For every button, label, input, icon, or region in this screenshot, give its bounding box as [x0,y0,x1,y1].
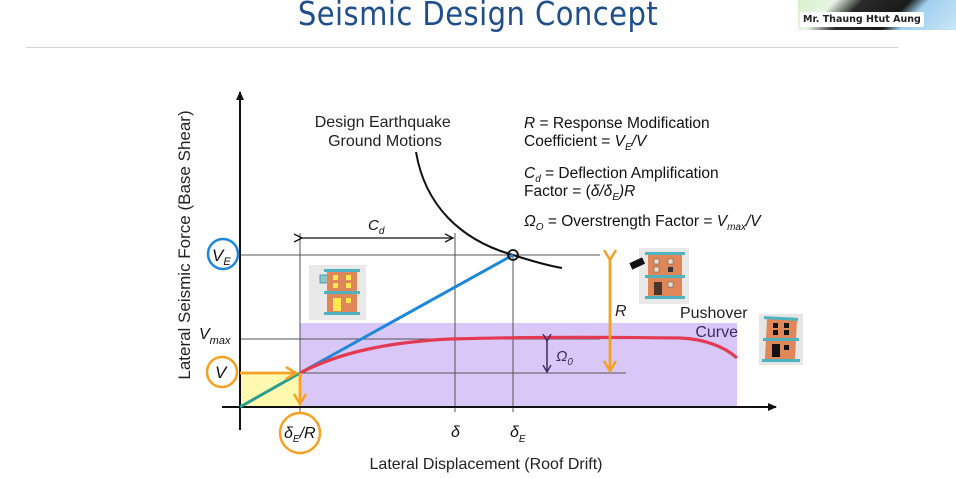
delta-label: δ [451,424,461,441]
def-omega: ΩO = Overstrength Factor = Vmax/V [524,213,762,233]
pushover-curve [299,335,739,375]
intact-building-icon [309,265,366,320]
de-r-circle [278,411,322,455]
v-circle [205,355,239,389]
presenter-badge: Mr. Thaung Htut Aung [798,0,956,30]
x-axis-label: Lateral Displacement (Roof Drift) [370,456,603,473]
cd-label: Cd [368,217,385,237]
r-arrow-label: R [615,303,627,320]
slide-title: Seismic Design Concept [297,0,659,33]
elastic-response-line [299,253,514,375]
collapsed-building-icon [759,314,803,365]
ve-circle [206,237,240,271]
design-eq-label: Design Earthquake Ground Motions [315,114,456,150]
v-label: V [215,363,228,382]
omega-label: Ω0 [556,348,573,368]
ve-intersection-marker [507,249,519,261]
damaged-building-icon [629,248,689,304]
design-earthquake-curve [415,151,563,269]
def-r-line1: R = Response Modification [524,115,710,132]
de-label: δE [510,424,526,445]
def-cd-line1: Cd = Deflection Amplification [524,165,719,185]
definitions-block: R = Response Modification Coefficient = … [524,115,762,233]
ve-label: VE [212,246,231,268]
pushover-label: Pushover Curve [680,305,752,341]
title-divider [26,47,898,48]
vmax-label: Vmax [199,326,231,347]
de-r-label: δE/R [284,425,316,445]
def-r-line2: Coefficient = VE/V [524,133,648,153]
presenter-name: Mr. Thaung Htut Aung [800,12,924,27]
y-axis-label: Lateral Seismic Force (Base Shear) [175,110,194,379]
def-cd-line2: Factor = (δ/δE)R [524,183,635,203]
